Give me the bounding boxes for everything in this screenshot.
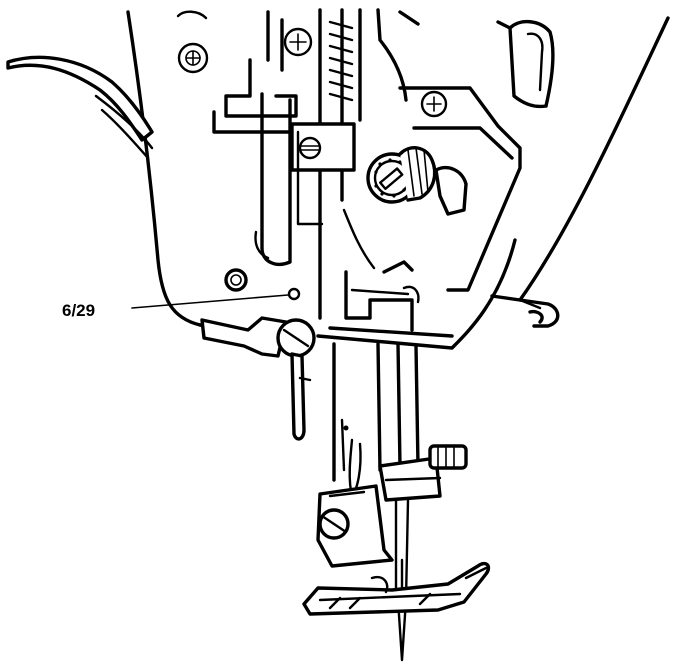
top-screws — [176, 10, 448, 118]
needle-clamp — [332, 342, 468, 662]
presser-foot-lifter — [200, 316, 316, 441]
presser-foot — [302, 484, 491, 616]
callout-label-6-29: 6/29 — [62, 301, 95, 320]
thread-guide-bracket — [398, 20, 560, 328]
tension-dial — [366, 146, 468, 216]
thread-take-up-lever — [6, 55, 154, 160]
needle-bar-assembly — [212, 8, 420, 320]
presser-bar-frame — [296, 130, 454, 338]
adjustment-hole-6-29 — [287, 287, 301, 301]
adjustment-holes — [224, 268, 301, 301]
callout-leader-line — [131, 294, 289, 309]
